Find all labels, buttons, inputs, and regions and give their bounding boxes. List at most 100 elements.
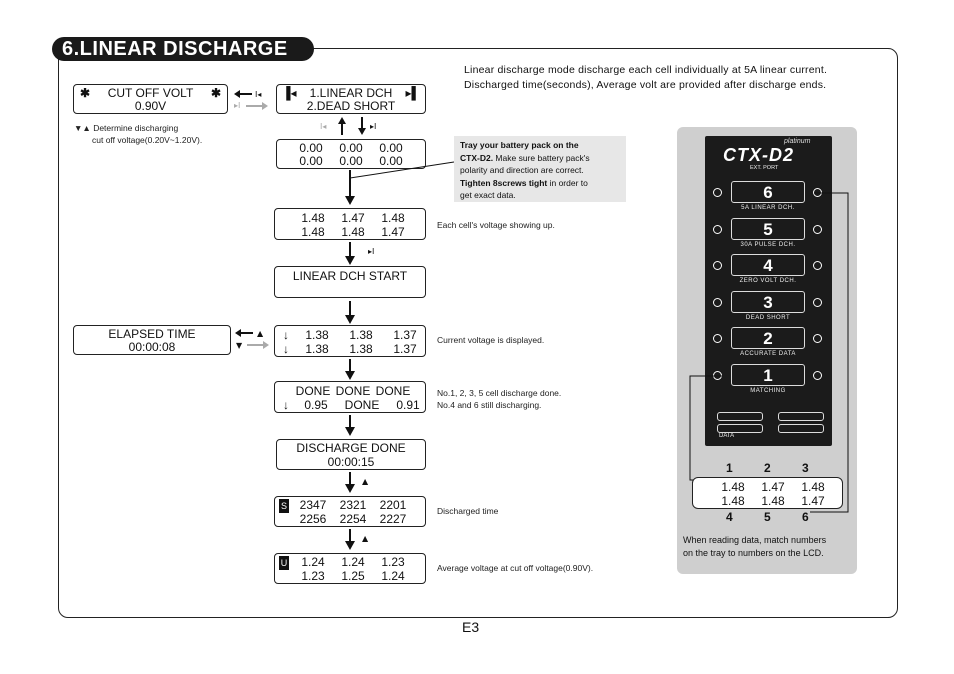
lcd-cell: 2227: [379, 512, 407, 526]
device-terminal-icon: [713, 334, 722, 343]
discharge-done-lcd: DISCHARGE DONE 00:00:15: [276, 439, 426, 470]
svg-text:I◂: I◂: [320, 122, 326, 131]
elapsed-value: 00:00:08: [128, 340, 176, 354]
times-note: Discharged time: [437, 506, 499, 516]
svg-text:▲: ▲: [362, 534, 369, 543]
tray-note-text4: in order to: [547, 177, 588, 188]
device-button-1[interactable]: 1: [731, 363, 805, 386]
done-note: No.1, 2, 3, 5 cell discharge done. No.4 …: [437, 387, 561, 411]
lcd-cell: 1.47: [341, 211, 365, 225]
lcd-cell: 2254: [339, 512, 367, 526]
lcd-cell: 1.47: [381, 225, 405, 239]
lcd-cell: 0.00: [299, 154, 323, 168]
discharge-done-value: 00:00:15: [327, 455, 375, 469]
page-frame: [58, 48, 898, 618]
device-terminal-icon: [713, 188, 722, 197]
arrow-down-2: ▸I: [345, 242, 374, 265]
menu-line2: 2.DEAD SHORT: [306, 99, 396, 113]
lcd-cell: 1.38: [305, 328, 329, 342]
device-terminal-icon: [713, 261, 722, 270]
device-terminal-icon: [713, 370, 722, 380]
device-terminal-icon: [713, 224, 722, 234]
lcd-cell: DONE: [295, 384, 331, 398]
device-button-3[interactable]: 3: [731, 290, 805, 313]
svg-text:▼: ▼: [236, 341, 243, 350]
arrow-down-7: ▲: [345, 529, 369, 550]
cutoff-label: CUT OFF VOLT: [107, 86, 194, 100]
svg-text:▸I: ▸I: [370, 122, 376, 131]
device-button-label: 30A PULSE DCH.: [740, 241, 796, 248]
device-button-6[interactable]: 6: [731, 181, 805, 203]
cutoff-lcd: ✱CUT OFF VOLT✱ 0.90V: [73, 84, 228, 114]
device-sub-brand: platinum: [784, 138, 811, 145]
device-terminal-icon: [813, 297, 822, 307]
lcd-cell: 0.00: [299, 141, 323, 155]
tray-position-number: 2: [764, 461, 771, 475]
down-up-icon: ▼▲: [74, 123, 94, 133]
lcd-cell: 1.48: [341, 225, 365, 239]
device-button-label: DEAD SHORT: [745, 314, 791, 321]
tray-position-number: 6: [802, 510, 809, 524]
lcd-cell: 1.23: [301, 569, 325, 583]
cutoff-note-line2: cut off voltage(0.20V~1.20V).: [92, 135, 203, 145]
lcd-cell: 1.38: [305, 342, 329, 356]
lcd-cell: 1.24: [381, 569, 405, 583]
lcd-cell: 1.48: [761, 494, 785, 508]
lcd-cell: 1.47: [801, 494, 825, 508]
intro-line-2: Discharged time(seconds), Average volt a…: [464, 79, 827, 91]
menu-lcd: ▐◂1.LINEAR DCH▸▌ 2.DEAD SHORT: [276, 84, 426, 114]
cutoff-arrows: I◂ ▸I: [234, 90, 268, 110]
device-button-5[interactable]: 5: [731, 217, 805, 240]
lcd-cell: 1.38: [349, 328, 373, 342]
elapsed-arrows: ▲ ▼: [235, 329, 269, 350]
device-reading-note: When reading data, match numbers on the …: [683, 534, 826, 560]
tray-position-number: 3: [802, 461, 809, 475]
cutoff-note-line1: Determine discharging: [93, 123, 179, 133]
cutoff-note: ▼▲ Determine discharging cut off voltage…: [74, 122, 202, 146]
done-note-line1: No.1, 2, 3, 5 cell discharge done.: [437, 388, 562, 398]
lcd-cell: DONE: [375, 384, 411, 398]
intro-text: Linear discharge mode discharge each cel…: [464, 63, 827, 93]
lcd-cell: 1.48: [801, 480, 825, 494]
tray-note-text2: Make sure battery pack's: [493, 152, 590, 163]
device-button-label: ZERO VOLT DCH.: [739, 278, 797, 284]
times-prefix-icon: S: [279, 499, 289, 513]
lcd-cell: 1.48: [301, 225, 325, 239]
lcd-cell: 0.95: [304, 398, 328, 412]
lcd-cell: 1.23: [381, 555, 405, 569]
lcd-cell: 0.91: [396, 398, 420, 412]
device-terminal-icon: [713, 297, 722, 307]
lcd-cell: DONE: [344, 398, 380, 412]
elapsed-lcd: ELAPSED TIME 00:00:08: [73, 325, 231, 355]
tray-position-number: 4: [726, 510, 733, 524]
voltages-note: Each cell's voltage showing up.: [437, 220, 555, 230]
device-button-2[interactable]: 2: [731, 327, 805, 349]
lcd-cell: 1.48: [381, 211, 405, 225]
tray-note-bold2: CTX-D2.: [460, 152, 494, 163]
lcd-cell: 1.48: [301, 211, 325, 225]
current-note: Current voltage is displayed.: [437, 335, 545, 345]
device-note-line2: on the tray to numbers on the LCD.: [683, 548, 824, 558]
device-button-4[interactable]: 4: [731, 254, 805, 276]
device-slot-left-2: [717, 424, 763, 433]
device-button-label: ACCURATE DATA: [740, 351, 796, 357]
tray-note-line1: Tray your battery pack on the: [460, 140, 579, 150]
lcd-cell: 2256: [299, 512, 327, 526]
lcd-cell: 1.47: [761, 480, 785, 494]
lcd-cell: 1.37: [393, 328, 417, 342]
lcd-cell: 2201: [379, 498, 407, 512]
lcd-cell: 0.00: [379, 141, 403, 155]
cutoff-value: 0.90V: [134, 99, 167, 113]
intro-line-1: Linear discharge mode discharge each cel…: [464, 64, 828, 76]
device-button-label: MATCHING: [750, 387, 786, 394]
svg-text:▲: ▲: [257, 329, 264, 338]
svg-text:▲: ▲: [362, 477, 369, 486]
lcd-cell: 1.38: [349, 342, 373, 356]
arrow-down-4: [345, 359, 355, 380]
tray-note-line5: get exact data.: [460, 190, 516, 200]
elapsed-label: ELAPSED TIME: [108, 327, 196, 341]
arrow-down-6: ▲: [345, 472, 369, 493]
device-terminal-icon: [813, 224, 822, 234]
